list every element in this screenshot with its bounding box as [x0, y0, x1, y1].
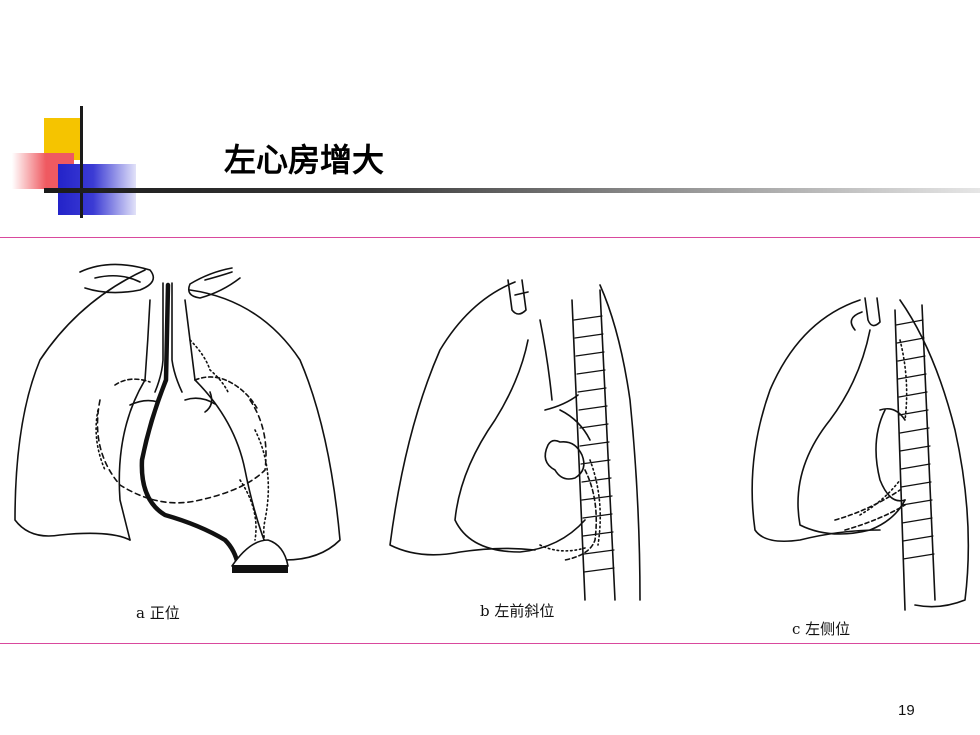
- heart-xray-diagram: [14, 263, 970, 611]
- diagram-a-frontal: [14, 263, 341, 573]
- figure-frame-top: [0, 237, 980, 238]
- diagram-b-lao: [389, 279, 641, 601]
- caption-b-lao: b 左前斜位: [480, 602, 555, 620]
- caption-c-lateral: c 左侧位: [792, 620, 851, 638]
- caption-a-frontal: a 正位: [136, 604, 180, 622]
- figure-frame-bottom: [0, 643, 980, 644]
- page-number: 19: [898, 702, 915, 719]
- diagram-c-lateral: [751, 297, 970, 611]
- slide-title: 左心房增大: [224, 141, 385, 179]
- title-underline: [44, 188, 980, 193]
- decor-vertical-line: [80, 106, 83, 218]
